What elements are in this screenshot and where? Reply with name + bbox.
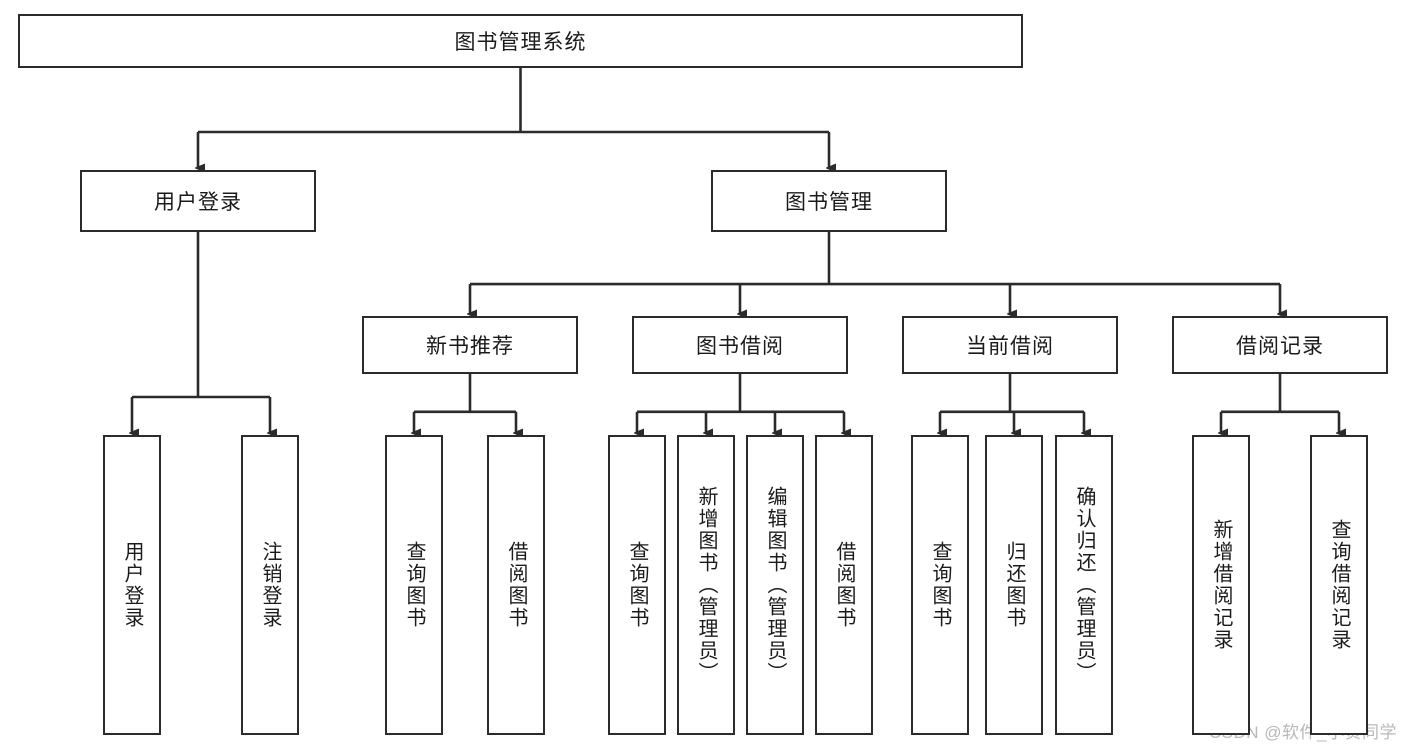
node-leaf-query-book-2[interactable]: 查询图书: [608, 435, 666, 735]
node-book-manage[interactable]: 图书管理: [711, 170, 947, 232]
node-leaf-add-record[interactable]: 新增借阅记录: [1192, 435, 1250, 735]
node-leaf-add-book[interactable]: 新增图书（管理员）: [677, 435, 735, 735]
node-leaf-borrow-book-1[interactable]: 借阅图书: [487, 435, 545, 735]
node-label: 查询图书: [929, 541, 951, 629]
node-leaf-query-book-1[interactable]: 查询图书: [385, 435, 443, 735]
node-borrow-record[interactable]: 借阅记录: [1172, 316, 1388, 374]
node-label: 借阅图书: [833, 541, 855, 629]
node-label: 图书管理系统: [454, 31, 587, 54]
node-label: 注销登录: [259, 541, 281, 629]
node-book-borrow[interactable]: 图书借阅: [632, 316, 848, 374]
node-leaf-query-book-3[interactable]: 查询图书: [911, 435, 969, 735]
node-label: 新书推荐: [426, 335, 514, 358]
node-label: 当前借阅: [966, 335, 1054, 358]
node-label: 图书管理: [785, 191, 873, 214]
node-label: 查询图书: [626, 541, 648, 629]
node-leaf-borrow-book-2[interactable]: 借阅图书: [815, 435, 873, 735]
node-leaf-query-record[interactable]: 查询借阅记录: [1310, 435, 1368, 735]
node-user-login[interactable]: 用户登录: [80, 170, 316, 232]
node-label: 归还图书: [1003, 541, 1025, 629]
node-label: 确认归还（管理员）: [1073, 486, 1095, 684]
node-label: 查询图书: [403, 541, 425, 629]
node-root[interactable]: 图书管理系统: [18, 14, 1023, 68]
node-label: 用户登录: [154, 191, 242, 214]
node-leaf-user-login[interactable]: 用户登录: [103, 435, 161, 735]
node-leaf-confirm-return[interactable]: 确认归还（管理员）: [1055, 435, 1113, 735]
node-current-borrow[interactable]: 当前借阅: [902, 316, 1118, 374]
node-leaf-logout[interactable]: 注销登录: [241, 435, 299, 735]
node-leaf-edit-book[interactable]: 编辑图书（管理员）: [746, 435, 804, 735]
node-label: 编辑图书（管理员）: [764, 486, 786, 684]
node-label: 借阅图书: [505, 541, 527, 629]
node-label: 新增图书（管理员）: [695, 486, 717, 684]
node-leaf-return-book[interactable]: 归还图书: [985, 435, 1043, 735]
node-label: 图书借阅: [696, 335, 784, 358]
node-label: 借阅记录: [1236, 335, 1324, 358]
node-label: 新增借阅记录: [1210, 519, 1232, 651]
node-label: 查询借阅记录: [1328, 519, 1350, 651]
node-new-book-rec[interactable]: 新书推荐: [362, 316, 578, 374]
node-label: 用户登录: [121, 541, 143, 629]
